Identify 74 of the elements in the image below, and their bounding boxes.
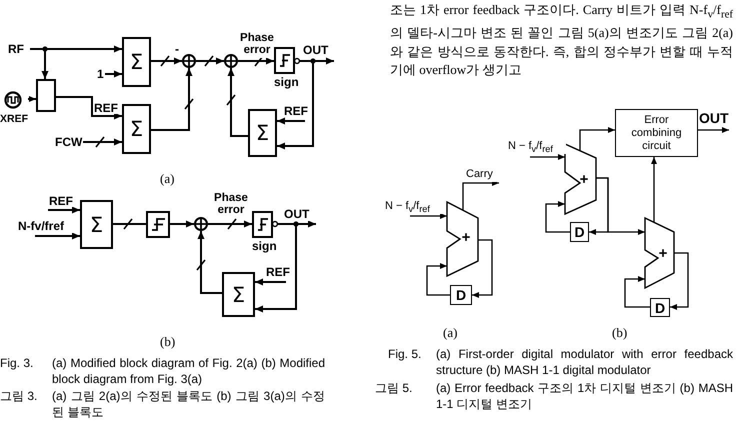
- arrow: [83, 138, 122, 146]
- summing-junction: [194, 217, 208, 231]
- arrow: [410, 213, 447, 219]
- arrow: [596, 177, 645, 235]
- caption-text: (a) 그림 2(a)의 수정된 블록도 (b) 그림 3(a)의 수정된 블록도: [52, 388, 325, 420]
- arrow: [698, 127, 729, 133]
- summation-box: Σ: [80, 200, 113, 249]
- edge-label: N − f$_{v}$/f$_{ref}$: [385, 199, 443, 214]
- body-paragraph: 조는 1차 error feedback 구조이다. Carry 비트가 입력 N-f$_{v}$/f$_{ref}$의 델타-시그마 변조 된 꼴인 그림 5(a)의 변조기도 그림 2(a)와 같은 방식으로 동작한다. 즉, 합의 정수부가 변할 때 누적기에 overflow가 생기고: [390, 1, 733, 80]
- block-label: sign: [252, 239, 276, 253]
- subfigure-label: (a): [443, 325, 458, 341]
- arrow: [472, 239, 493, 298]
- arrow: [151, 68, 192, 131]
- edge-label: REF: [49, 194, 73, 207]
- edge-label: REF: [94, 101, 118, 114]
- arrow: [426, 263, 450, 296]
- summation-box: Σ: [122, 37, 151, 87]
- signal-label: RF: [8, 42, 30, 56]
- caption-number: Fig. 5.: [388, 346, 422, 362]
- edge-label: OUT: [284, 207, 312, 221]
- arrow: [624, 276, 650, 308]
- edge-label: REF: [284, 104, 308, 117]
- arrow: [208, 220, 252, 228]
- delay-box: D: [650, 298, 670, 317]
- block-label: sign: [274, 75, 298, 89]
- arrow: [670, 252, 689, 310]
- arrow: [35, 232, 80, 240]
- edge-label: OUT: [303, 43, 331, 57]
- caption-number: 그림 3.: [0, 388, 38, 404]
- subfigure-label: (b): [612, 325, 628, 341]
- arrow: [151, 58, 182, 64]
- arrow: [462, 180, 499, 210]
- summation-box: Σ: [248, 109, 277, 157]
- arrow: [255, 278, 286, 286]
- adder-block: +: [447, 202, 478, 276]
- arrow: [56, 96, 122, 120]
- signal-label: XREF: [0, 112, 28, 126]
- arrow: [651, 157, 657, 222]
- edge-label: N − f$_{v}$/f$_{ref}$: [508, 139, 566, 154]
- arrow: [530, 154, 565, 160]
- caption-number: Fig. 3.: [0, 355, 34, 371]
- circuit-box: Error combining circuit: [615, 109, 698, 157]
- summation-box: Σ: [122, 104, 151, 154]
- arrow: [277, 118, 305, 124]
- edge-label: REF: [266, 265, 290, 278]
- adder-block: +: [645, 218, 674, 288]
- caption-number: 그림 5.: [375, 380, 414, 396]
- subfigure-label: (a): [160, 171, 176, 187]
- connector-line: [113, 223, 146, 225]
- arrow: [238, 58, 274, 64]
- arrow: [48, 206, 80, 214]
- summing-junction: [182, 54, 196, 68]
- arrow: [545, 201, 570, 233]
- arrow: [28, 96, 36, 102]
- caption-text: (a) Error feedback 구조의 1차 디지털 변조기 (b) MASH 1-1 디지털 변조기: [436, 380, 733, 412]
- quantizer-box: [146, 211, 170, 238]
- summation-box: Σ: [222, 272, 255, 317]
- edge-label: Phase error: [240, 32, 274, 58]
- delay-box: D: [450, 285, 472, 305]
- arrow: [196, 58, 224, 64]
- arrow: [105, 70, 122, 78]
- arrow: [170, 220, 194, 228]
- adder-block: +: [565, 144, 596, 214]
- caption-text: (a) First-order digital modulator with error feedback structure (b) MASH 1-1 digital modulator: [436, 346, 733, 378]
- signal-label: FCW: [55, 135, 83, 149]
- summing-junction: [224, 54, 238, 68]
- delay-box: D: [570, 222, 589, 242]
- arrow: [579, 127, 615, 151]
- subfigure-label: (b): [160, 334, 176, 350]
- signal-label: 1: [97, 67, 105, 81]
- arrow: [198, 231, 222, 294]
- arrow: [228, 68, 248, 137]
- caption-text: (a) Modified block diagram of Fig. 2(a) (b) Modified block diagram from Fig. 3(a): [52, 355, 325, 387]
- sign-label: -: [175, 42, 180, 56]
